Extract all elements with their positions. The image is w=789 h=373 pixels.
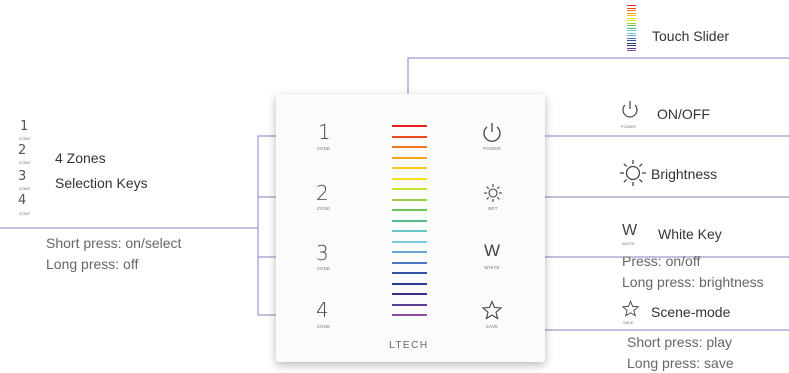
mini-slider-bar <box>627 10 636 12</box>
brt-key-label: BRT <box>488 206 498 211</box>
zone-legend-1: 1 <box>20 119 29 134</box>
zones-subtitle: Selection Keys <box>55 175 148 191</box>
mini-slider-bar <box>627 32 636 34</box>
white-legend-icon: W <box>622 222 638 239</box>
mini-slider-bar <box>627 7 636 9</box>
brightness-icon[interactable] <box>483 183 503 203</box>
brand-logo: LTECH <box>389 340 429 351</box>
slider-bar <box>392 272 427 274</box>
slider-bar <box>392 198 427 201</box>
zone-2-key[interactable]: 2 <box>316 181 329 205</box>
zones-title: 4 Zones <box>55 150 106 166</box>
white-key-label: WHITE <box>484 265 500 270</box>
mini-slider-bar <box>627 17 636 19</box>
brightness-legend-icon <box>620 160 646 186</box>
slider-bar <box>392 293 427 295</box>
slider-bar <box>392 230 427 232</box>
scene-legend-icon <box>622 300 639 317</box>
mini-slider-bar <box>627 20 636 22</box>
power-icon[interactable] <box>481 120 503 144</box>
zone-4-key[interactable]: 4 <box>316 298 329 322</box>
mini-slider-bar <box>627 15 636 17</box>
mini-slider-bar <box>627 5 636 7</box>
zone-1-label: ZONE <box>317 146 331 151</box>
zone-legend-4-label: ZONE <box>19 211 31 216</box>
mini-slider-bar <box>627 50 636 52</box>
mini-slider-bar <box>627 27 636 29</box>
white-key[interactable]: W <box>484 241 501 260</box>
white-key-title: White Key <box>658 226 722 242</box>
scene-mode-title: Scene-mode <box>651 304 731 320</box>
slider-bar <box>392 188 427 190</box>
white-press-text: Press: on/off <box>622 253 701 269</box>
slider-bar <box>392 282 427 285</box>
scene-short-text: Short press: play <box>627 334 733 350</box>
zone-legend-1-label: ZONE <box>19 136 31 141</box>
white-legend-label: WHITE <box>622 241 635 246</box>
zone-2-label: ZONE <box>317 206 331 211</box>
zone-legend-4: 4 <box>18 193 27 208</box>
zones-short-text: Short press: on/select <box>46 235 182 251</box>
scene-long-text: Long press: save <box>627 355 734 371</box>
slider-bar <box>392 314 427 316</box>
slider-bar <box>392 303 427 306</box>
slider-bar <box>392 177 427 180</box>
slider-bar <box>392 251 427 253</box>
zone-legend-2: 2 <box>18 143 27 158</box>
star-icon[interactable] <box>482 300 502 320</box>
slider-bar <box>392 156 427 159</box>
slider-bar <box>392 135 427 138</box>
zone-1-key[interactable]: 1 <box>318 120 331 144</box>
mini-slider-bar <box>627 12 636 14</box>
save-key-label: SAVE <box>485 324 499 329</box>
zone-3-label: ZONE <box>317 266 331 271</box>
mini-slider-bar <box>627 40 636 42</box>
zone-legend-3-label: ZONE <box>19 186 31 191</box>
touch-slider-label: Touch Slider <box>652 28 730 44</box>
white-long-text: Long press: brightness <box>622 274 764 290</box>
wall-panel <box>276 94 545 362</box>
slider-bar <box>392 125 427 127</box>
slider-bar <box>392 146 427 148</box>
mini-slider-bar <box>627 22 636 24</box>
slider-bar <box>392 261 427 264</box>
zone-legend-3: 3 <box>18 169 27 184</box>
power-key-label: POWER <box>482 146 501 151</box>
scene-legend-label: SAVE <box>623 320 634 325</box>
brightness-label: Brightness <box>651 166 718 182</box>
slider-bar <box>392 167 427 169</box>
power-legend-label: POWER <box>621 124 637 129</box>
mini-slider-bar <box>627 42 636 44</box>
mini-slider-bar <box>627 25 636 27</box>
power-legend-icon <box>622 101 638 118</box>
mini-slider-bar <box>627 30 636 32</box>
slider-bar <box>392 240 427 243</box>
mini-slider-bar <box>627 47 636 49</box>
slider-bar <box>392 209 427 211</box>
zone-3-key[interactable]: 3 <box>316 241 329 265</box>
on-off-label: ON/OFF <box>657 106 710 122</box>
mini-slider-bar <box>627 37 636 39</box>
mini-slider-bar <box>627 35 636 37</box>
zones-long-text: Long press: off <box>46 256 139 272</box>
zone-legend-2-label: ZONE <box>19 160 31 165</box>
zone-4-label: ZONE <box>317 324 331 329</box>
slider-bar <box>392 219 427 222</box>
mini-slider-bar <box>627 45 636 47</box>
